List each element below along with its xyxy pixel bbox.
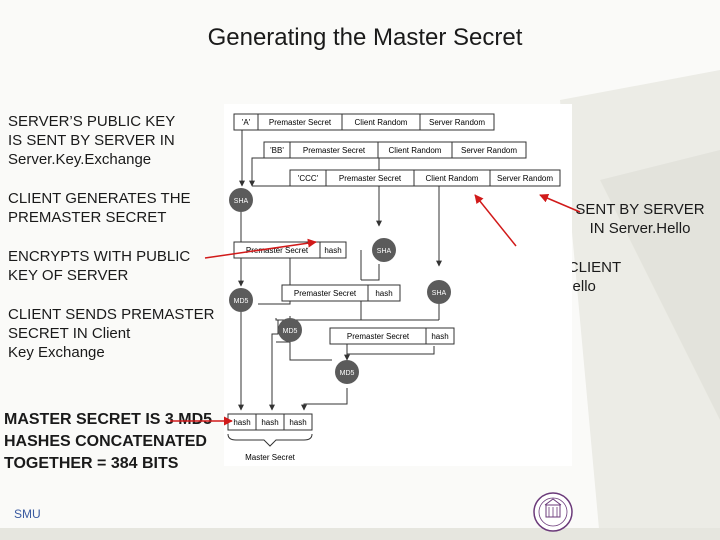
server-key-line-2: IS SENT BY SERVER IN bbox=[8, 132, 175, 149]
row-bb-server-random: Server Random bbox=[461, 146, 517, 155]
sent-by-server-line-1: SENT BY SERVER bbox=[575, 201, 705, 218]
client-generates-note: CLIENT GENERATES THE PREMASTER SECRET bbox=[8, 189, 191, 227]
md5-node-2-label: MD5 bbox=[283, 328, 298, 335]
row-a-premaster: Premaster Secret bbox=[269, 118, 332, 127]
master-secret-label: Master Secret bbox=[245, 453, 296, 462]
pm-hash-row-2-premaster: Premaster Secret bbox=[294, 289, 357, 298]
client-sends-line-1: CLIENT SENDS PREMASTER bbox=[8, 306, 215, 323]
master-hash-3: hash bbox=[289, 418, 306, 427]
md5-node-1-label: MD5 bbox=[234, 298, 249, 305]
client-sends-line-3: Key Exchange bbox=[8, 344, 105, 361]
pm-hash-row-1: Premaster Secret hash bbox=[233, 241, 347, 259]
footer-label: SMU bbox=[14, 507, 41, 521]
master-secret-brace bbox=[227, 433, 313, 447]
server-key-line-3: Server.Key.Exchange bbox=[8, 151, 152, 168]
sha-node-2-label: SHA bbox=[377, 248, 392, 255]
sha-node-2: SHA bbox=[372, 238, 396, 262]
arrow-sent-by-client bbox=[474, 194, 517, 247]
sha-node-1-label: SHA bbox=[234, 198, 249, 205]
client-sends-note: CLIENT SENDS PREMASTER SECRET IN Client … bbox=[8, 305, 214, 362]
pm-hash-row-3-hash: hash bbox=[431, 332, 448, 341]
server-key-note: SERVER’S PUBLIC KEY IS SENT BY SERVER IN… bbox=[8, 112, 175, 169]
encrypts-line-1: ENCRYPTS WITH PUBLIC bbox=[8, 248, 191, 265]
client-generates-line-1: CLIENT GENERATES THE bbox=[8, 190, 191, 207]
sha-node-1: SHA bbox=[229, 188, 253, 212]
row-bb-premaster: Premaster Secret bbox=[303, 146, 366, 155]
sha-node-3-label: SHA bbox=[432, 290, 447, 297]
pm-hash-row-1-premaster: Premaster Secret bbox=[246, 246, 309, 255]
md5-node-2: MD5 bbox=[278, 318, 302, 342]
slide-title: Generating the Master Secret bbox=[207, 24, 523, 51]
sent-by-server-line-2: IN Server.Hello bbox=[589, 220, 691, 237]
encrypts-line-2: KEY OF SERVER bbox=[8, 267, 129, 284]
pm-hash-row-2: Premaster Secret hash bbox=[281, 284, 401, 302]
row-bb-label: 'BB' bbox=[270, 146, 284, 155]
master-secret-row: hash hash hash Master Secret bbox=[227, 413, 313, 462]
row-bb-client-random: Client Random bbox=[389, 146, 442, 155]
master-hash-2: hash bbox=[261, 418, 278, 427]
master-secret-diagram: 'A' Premaster Secret Client Random Serve… bbox=[224, 104, 572, 466]
arrow-encrypt bbox=[204, 238, 317, 259]
master-secret-note: MASTER SECRET IS 3 MD5 HASHES CONCATENAT… bbox=[4, 409, 212, 475]
encrypts-note: ENCRYPTS WITH PUBLIC KEY OF SERVER bbox=[8, 247, 190, 285]
pm-hash-row-3-premaster: Premaster Secret bbox=[347, 332, 410, 341]
university-seal-logo bbox=[533, 492, 573, 532]
md5-node-3: MD5 bbox=[335, 360, 359, 384]
row-ccc: 'CCC' Premaster Secret Client Random Ser… bbox=[289, 169, 561, 187]
sha-node-3: SHA bbox=[427, 280, 451, 304]
arrow-sent-by-server bbox=[539, 194, 581, 213]
md5-node-1: MD5 bbox=[229, 288, 253, 312]
row-a-label: 'A' bbox=[242, 118, 251, 127]
row-ccc-server-random: Server Random bbox=[497, 174, 553, 183]
row-a-server-random: Server Random bbox=[429, 118, 485, 127]
client-generates-line-2: PREMASTER SECRET bbox=[8, 209, 167, 226]
row-ccc-premaster: Premaster Secret bbox=[339, 174, 402, 183]
client-sends-line-2: SECRET IN Client bbox=[8, 325, 131, 342]
pm-hash-row-2-hash: hash bbox=[375, 289, 392, 298]
row-a-client-random: Client Random bbox=[355, 118, 408, 127]
row-bb: 'BB' Premaster Secret Client Random Serv… bbox=[263, 141, 527, 159]
pm-hash-row-3: Premaster Secret hash bbox=[329, 327, 455, 345]
master-secret-line-2: HASHES CONCATENATED bbox=[4, 433, 207, 450]
master-hash-1: hash bbox=[233, 418, 250, 427]
master-secret-line-3: TOGETHER = 384 BITS bbox=[4, 455, 179, 472]
row-ccc-label: 'CCC' bbox=[298, 174, 319, 183]
master-secret-line-1: MASTER SECRET IS 3 MD5 bbox=[4, 411, 213, 428]
server-key-line-1: SERVER’S PUBLIC KEY bbox=[8, 113, 176, 130]
sent-by-server-note: SENT BY SERVER IN Server.Hello bbox=[565, 200, 715, 238]
row-a: 'A' Premaster Secret Client Random Serve… bbox=[233, 113, 495, 131]
row-ccc-client-random: Client Random bbox=[426, 174, 479, 183]
pm-hash-row-1-hash: hash bbox=[324, 246, 341, 255]
md5-node-3-label: MD5 bbox=[340, 370, 355, 377]
